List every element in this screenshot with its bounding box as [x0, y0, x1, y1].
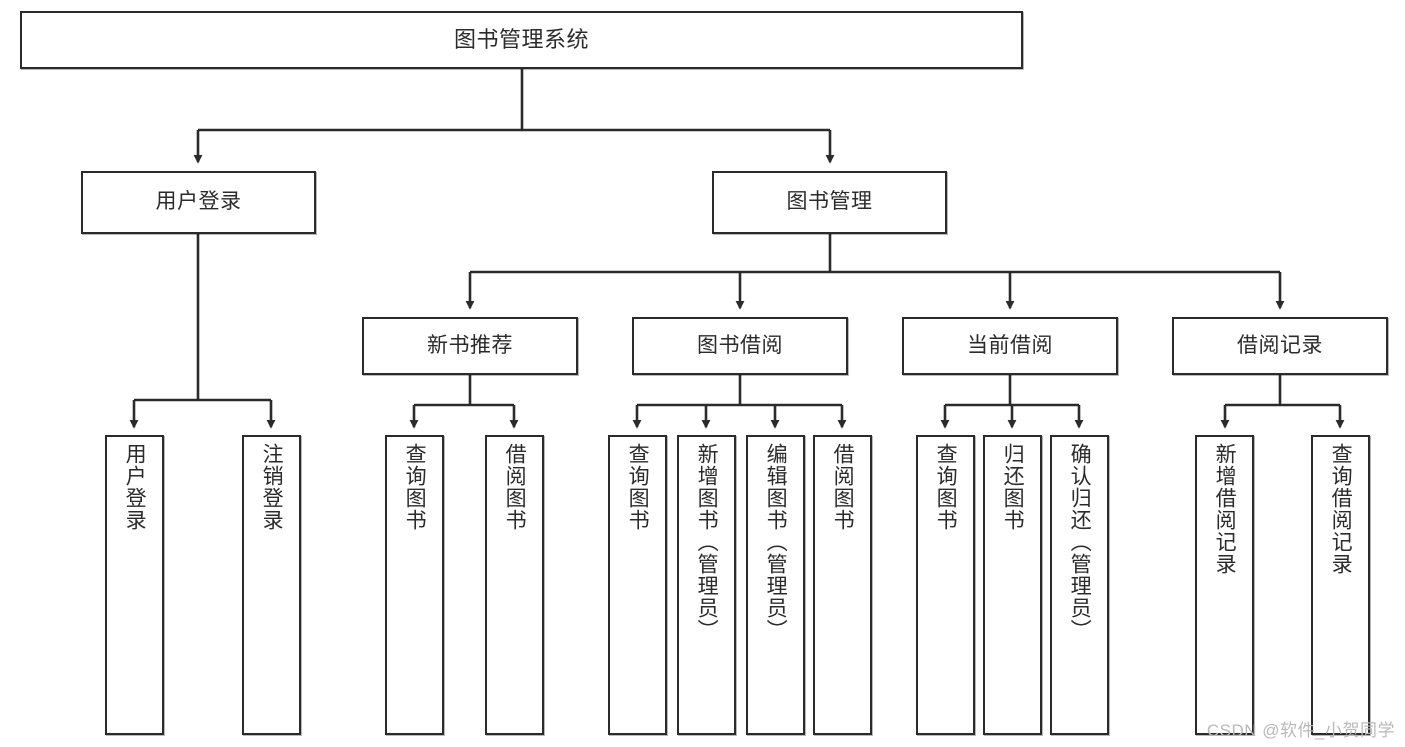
leaf-record-query-record[interactable]: 查询借阅记录	[1311, 435, 1370, 735]
node-label: 注销登录	[260, 443, 284, 531]
node-label: 归还图书	[1001, 443, 1025, 531]
node-label: 图书管理系统	[453, 27, 589, 53]
node-user-login[interactable]: 用户登录	[81, 171, 316, 234]
node-label: 新增图书（管理员）	[695, 443, 719, 641]
node-label: 查询图书	[403, 443, 427, 531]
node-new-book-recommend[interactable]: 新书推荐	[362, 317, 578, 375]
node-book-management[interactable]: 图书管理	[712, 171, 947, 234]
leaf-borrow-query-book[interactable]: 查询图书	[608, 435, 667, 735]
node-label: 当前借阅	[967, 333, 1053, 357]
node-label: 借阅记录	[1237, 333, 1323, 357]
watermark-text: CSDN @软件_小贺同学	[1206, 721, 1395, 740]
node-borrow-record[interactable]: 借阅记录	[1172, 317, 1388, 375]
node-label: 借阅图书	[503, 443, 527, 531]
leaf-logout-login[interactable]: 注销登录	[242, 435, 301, 735]
node-label: 用户登录	[155, 190, 242, 214]
leaf-recommend-query-book[interactable]: 查询图书	[385, 435, 444, 735]
node-current-borrow[interactable]: 当前借阅	[902, 317, 1118, 375]
leaf-record-add-record[interactable]: 新增借阅记录	[1195, 435, 1254, 735]
node-label: 查询图书	[934, 443, 958, 531]
node-label: 用户登录	[123, 443, 147, 531]
node-label: 借阅图书	[831, 443, 855, 531]
node-label: 图书管理	[786, 190, 873, 214]
node-book-borrow[interactable]: 图书借阅	[632, 317, 848, 375]
leaf-borrow-borrow-book[interactable]: 借阅图书	[813, 435, 872, 735]
node-label: 查询图书	[626, 443, 650, 531]
node-label: 图书借阅	[697, 333, 783, 357]
leaf-borrow-add-book[interactable]: 新增图书（管理员）	[677, 435, 736, 735]
node-label: 确认归还（管理员）	[1068, 443, 1092, 641]
node-label: 编辑图书（管理员）	[764, 443, 788, 641]
leaf-borrow-edit-book[interactable]: 编辑图书（管理员）	[746, 435, 805, 735]
leaf-user-login[interactable]: 用户登录	[105, 435, 164, 735]
node-label: 新书推荐	[427, 333, 513, 357]
leaf-current-confirm-return[interactable]: 确认归还（管理员）	[1050, 435, 1109, 735]
leaf-recommend-borrow-book[interactable]: 借阅图书	[485, 435, 544, 735]
node-label: 查询借阅记录	[1329, 443, 1353, 575]
leaf-current-return-book[interactable]: 归还图书	[983, 435, 1042, 735]
node-label: 新增借阅记录	[1213, 443, 1237, 575]
node-root-system[interactable]: 图书管理系统	[20, 11, 1023, 69]
leaf-current-query-book[interactable]: 查询图书	[916, 435, 975, 735]
